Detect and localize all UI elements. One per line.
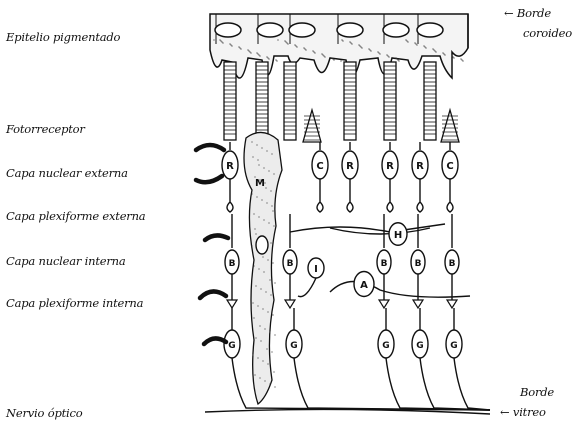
- interplexiform-cell: I: [308, 258, 324, 278]
- photoreceptor-terminal: [387, 179, 393, 212]
- bipolar-letter: B: [229, 259, 236, 269]
- ganglion-letter: G: [228, 341, 235, 351]
- photoreceptor-terminal: [417, 179, 423, 212]
- muller-cell: M: [244, 132, 282, 404]
- ganglion-letter: G: [382, 341, 389, 351]
- amacrine-cell-body: A: [354, 272, 374, 297]
- bipolar-letter: B: [449, 259, 456, 269]
- epithelium-nucleus: [383, 23, 409, 37]
- svg-text:I: I: [314, 264, 318, 275]
- photoreceptor-letter: C: [316, 161, 323, 172]
- photoreceptor-letter: R: [226, 161, 234, 172]
- ganglion-letter: G: [450, 341, 457, 351]
- photoreceptor-cell: R: [412, 142, 428, 212]
- wavy-process: [196, 176, 222, 182]
- ganglion-letter: G: [416, 341, 423, 351]
- ganglion-cell: G: [378, 308, 490, 410]
- ganglion-letter: G: [290, 341, 297, 351]
- epithelium-nucleus: [215, 23, 241, 37]
- muller-letter: M: [255, 178, 265, 189]
- epithelium-nucleus: [417, 23, 443, 37]
- bipolar-cell: B: [225, 214, 239, 308]
- photoreceptor-cell: R: [382, 142, 398, 212]
- bipolar-cell: B: [445, 214, 459, 308]
- ganglion-axon: [386, 358, 490, 410]
- cone-outer-segment: [441, 110, 459, 142]
- rod-outer-segment: [284, 62, 296, 140]
- epithelium-nucleus: [337, 23, 363, 37]
- muller-nucleus: [256, 236, 268, 254]
- bipolar-cell: B: [377, 214, 391, 308]
- rod-outer-segment: [384, 62, 396, 140]
- photoreceptor-letter: R: [386, 161, 394, 172]
- horizontal-cell-body: H: [389, 223, 407, 246]
- photoreceptor-letter: R: [416, 161, 424, 172]
- interplexiform-process: [298, 278, 316, 297]
- ganglion-cell: G: [446, 308, 490, 410]
- wavy-process: [205, 235, 228, 240]
- photoreceptor-cell: R: [222, 142, 238, 212]
- svg-text:H: H: [394, 230, 402, 241]
- ganglion-axon: [294, 358, 490, 410]
- horizontal-cell: [290, 224, 445, 234]
- amacrine-cell: [330, 281, 470, 297]
- ganglion-cell: G: [412, 308, 490, 410]
- photoreceptor-terminal: [347, 179, 353, 212]
- epithelium-nucleus: [257, 23, 283, 37]
- photoreceptor-cell: R: [342, 142, 358, 212]
- bipolar-cell: B: [283, 214, 297, 308]
- photoreceptor-cell: C: [312, 142, 328, 212]
- ganglion-cell: G: [286, 308, 490, 410]
- photoreceptor-terminal: [227, 179, 233, 212]
- rod-outer-segment: [424, 62, 436, 140]
- photoreceptor-terminal: [447, 179, 453, 212]
- wavy-process: [200, 291, 226, 298]
- epithelium-nucleus: [289, 23, 315, 37]
- rod-outer-segment: [224, 62, 236, 140]
- ganglion-axon: [454, 358, 490, 410]
- photoreceptor-letter: C: [446, 161, 453, 172]
- photoreceptor-letter: R: [346, 161, 354, 172]
- cone-outer-segment: [303, 110, 321, 142]
- bipolar-letter: B: [287, 259, 294, 269]
- bipolar-letter: B: [381, 259, 388, 269]
- rod-outer-segment: [256, 62, 268, 140]
- bipolar-letter: B: [415, 259, 422, 269]
- photoreceptor-cell: C: [442, 142, 458, 212]
- wavy-process: [196, 145, 224, 150]
- rod-outer-segment: [344, 62, 356, 140]
- wavy-process: [204, 338, 226, 344]
- photoreceptor-terminal: [317, 179, 323, 212]
- svg-text:A: A: [360, 280, 368, 291]
